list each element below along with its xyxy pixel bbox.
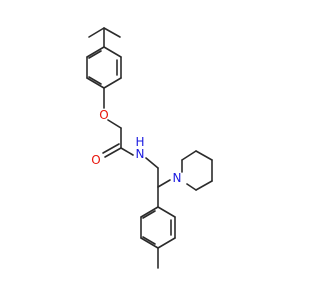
carbonyl-bond [104, 147, 122, 158]
aromatic-inner-bond [88, 76, 102, 85]
ether-oxygen-label: O [99, 108, 108, 122]
piperidine-ring [181, 150, 213, 191]
ether-linker [103, 87, 122, 149]
atom-labels: O O N H N [91, 108, 181, 185]
bond [107, 119, 122, 129]
bond [145, 157, 159, 169]
aromatic-inner-bond [142, 236, 156, 245]
top-benzene-ring [86, 46, 122, 89]
isopropyl-group [88, 27, 121, 48]
bond [120, 147, 134, 156]
bond [86, 77, 105, 89]
bond [157, 206, 176, 218]
bond [140, 237, 159, 249]
piperidine-nitrogen-label: N [173, 171, 182, 185]
bond [195, 150, 213, 161]
bond [186, 183, 197, 191]
aromatic-inner-bond [88, 50, 102, 59]
molecule-structure: O O N H N [86, 27, 213, 269]
bond [140, 206, 159, 218]
structure-canvas: O O N H N [86, 27, 213, 269]
bond [181, 150, 197, 161]
bond [103, 77, 122, 89]
bond [157, 179, 171, 188]
ethyl-chain [157, 167, 171, 208]
bond [157, 237, 176, 249]
carbonyl-oxygen-label: O [91, 153, 100, 167]
bottom-benzene-ring [140, 206, 176, 249]
bond [103, 27, 121, 38]
amide-hydrogen-label: H [135, 135, 144, 149]
bond [195, 180, 213, 191]
aromatic-inner-bond [142, 210, 156, 219]
bond [88, 27, 105, 38]
carbonyl-bond [102, 143, 120, 154]
bond [86, 46, 105, 58]
amide-group [102, 143, 159, 169]
bond [103, 46, 122, 58]
amide-nitrogen-label: N [136, 147, 145, 161]
